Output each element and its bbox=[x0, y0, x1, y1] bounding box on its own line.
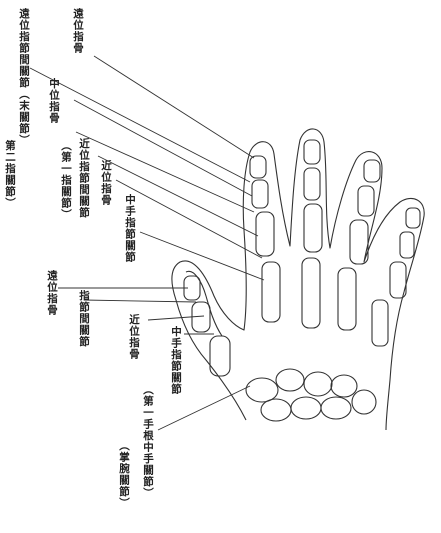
label-proximal-phalanx-thumb: 近位指骨 bbox=[128, 314, 139, 360]
label-distal-phalanx-thumb: 遠位指骨 bbox=[46, 270, 57, 316]
label-middle-phalanx: 中位指骨 bbox=[48, 78, 59, 124]
leader-lines bbox=[30, 56, 264, 430]
label-cmc-joint: （第一手根中手關節） bbox=[142, 384, 153, 499]
label-mcp-joint: 中手指節關節 bbox=[124, 194, 135, 263]
label-distal-phalanx: 遠位指骨 bbox=[72, 8, 83, 54]
thumb-web-outline bbox=[186, 271, 222, 336]
label-cmc-joint-alt: （掌腕關節） bbox=[118, 440, 129, 509]
label-proximal-phalanx: 近位指骨 bbox=[100, 160, 111, 206]
hand-outline bbox=[172, 129, 424, 430]
label-distal-ip-joint: 遠位指節間關節（末關節） bbox=[18, 8, 29, 208]
label-mcp-joint-thumb: 中手指節關節 bbox=[170, 326, 181, 395]
finger-bones bbox=[184, 140, 420, 421]
label-ip-joint-thumb: 指節間關節 bbox=[78, 290, 89, 348]
label-proximal-ip-joint-paren: （第一指關節） bbox=[60, 140, 71, 221]
label-proximal-ip-joint: 近位指節間關節 bbox=[78, 138, 89, 219]
label-distal-ip-joint-alt: 第二指關節） bbox=[4, 140, 15, 209]
